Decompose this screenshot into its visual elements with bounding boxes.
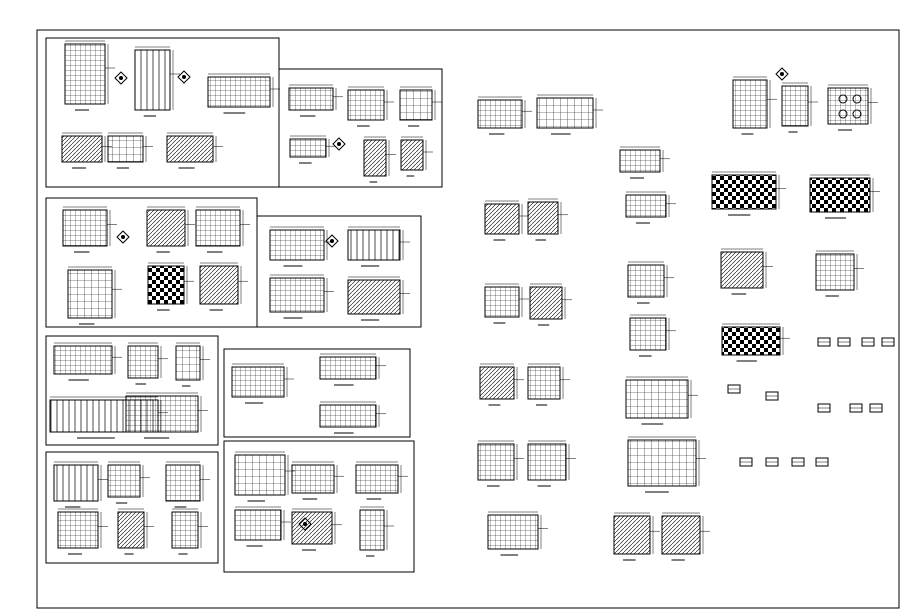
compass-symbol [177, 70, 191, 84]
plan-drawing [171, 511, 199, 549]
plan-drawing [732, 79, 768, 129]
plan-drawing [291, 511, 333, 545]
plan-drawing [619, 149, 661, 173]
plan-drawing [815, 253, 855, 291]
plan-drawing [117, 511, 145, 549]
plan-drawing [195, 209, 241, 247]
plan-drawing [627, 264, 665, 298]
plan-drawing [347, 229, 401, 261]
plan-drawing [484, 286, 520, 318]
plan-drawing [629, 317, 667, 351]
plan-drawing [319, 356, 377, 380]
plan-drawing [61, 135, 103, 163]
compass-symbol [119, 76, 123, 80]
panel-frames [45, 37, 443, 573]
compass-symbol [121, 235, 125, 239]
plan-drawing [527, 201, 559, 235]
plan-drawing [107, 464, 141, 498]
plan-drawing [355, 464, 399, 494]
compass-symbol [303, 522, 307, 526]
plan-drawing [399, 89, 433, 121]
plan-drawing [269, 229, 325, 261]
plan-drawing [347, 279, 401, 315]
plan-drawing [625, 194, 667, 218]
plan-drawing [57, 511, 99, 549]
plan-drawing [234, 509, 282, 541]
compass-symbol [325, 234, 339, 248]
plan-drawing [477, 99, 523, 129]
plan-drawing [477, 443, 515, 481]
plan-drawing [146, 209, 186, 247]
compass-symbol [775, 67, 789, 81]
plan-drawing [720, 251, 764, 289]
plan-drawing [347, 89, 385, 121]
plan-drawing [536, 97, 594, 129]
plan-drawing [134, 49, 171, 111]
plan-drawing [288, 87, 334, 111]
plan-drawing [625, 379, 689, 419]
plan-drawing [53, 464, 99, 502]
plan-drawing [67, 269, 113, 319]
compass-symbol [182, 75, 186, 79]
plan-drawing [166, 135, 214, 163]
plan-drawing [359, 509, 385, 551]
plan-drawing [363, 139, 387, 177]
fixture-symbol [838, 94, 848, 104]
drawing-group [49, 40, 895, 561]
fixture-symbol [852, 109, 862, 119]
compass-symbol [337, 142, 341, 146]
plan-drawing [627, 439, 697, 487]
plan-drawing [529, 286, 563, 320]
plan-drawing [613, 515, 651, 555]
plan-drawing [62, 209, 108, 247]
compass-symbol [298, 517, 312, 531]
plan-drawing [319, 404, 377, 428]
plan-drawing [291, 464, 335, 494]
plan-drawing [827, 87, 869, 125]
compass-symbol [330, 239, 334, 243]
plan-drawing [231, 366, 285, 398]
plan-drawing [711, 174, 777, 210]
plan-drawing [269, 277, 325, 313]
compass-symbol [332, 137, 346, 151]
fixture-symbol [852, 94, 862, 104]
compass-symbol [780, 72, 784, 76]
plan-drawing [479, 366, 515, 400]
plan-drawing [400, 139, 424, 171]
plan-drawing [289, 138, 327, 158]
plan-drawing [127, 345, 159, 379]
plan-drawing [175, 345, 201, 381]
plan-drawing [147, 265, 185, 305]
plan-drawing [809, 177, 871, 213]
plan-drawing [484, 203, 520, 235]
plan-drawing [487, 514, 539, 550]
sheet-border [36, 29, 900, 609]
plan-drawing [207, 76, 271, 108]
compass-symbol [116, 230, 130, 244]
plan-drawing [53, 345, 113, 375]
plan-drawing [721, 326, 781, 356]
plan-drawing [661, 515, 701, 555]
plan-drawing [165, 464, 201, 502]
plan-drawing [781, 85, 809, 127]
plan-drawing [527, 443, 567, 481]
plan-drawing [125, 395, 199, 433]
plan-drawing [107, 135, 144, 163]
compass-symbol [114, 71, 128, 85]
plan-drawing [527, 366, 561, 400]
plan-drawing [234, 454, 286, 496]
plan-drawing [64, 43, 106, 105]
fixture-symbol [838, 109, 848, 119]
plan-drawing [199, 265, 239, 305]
